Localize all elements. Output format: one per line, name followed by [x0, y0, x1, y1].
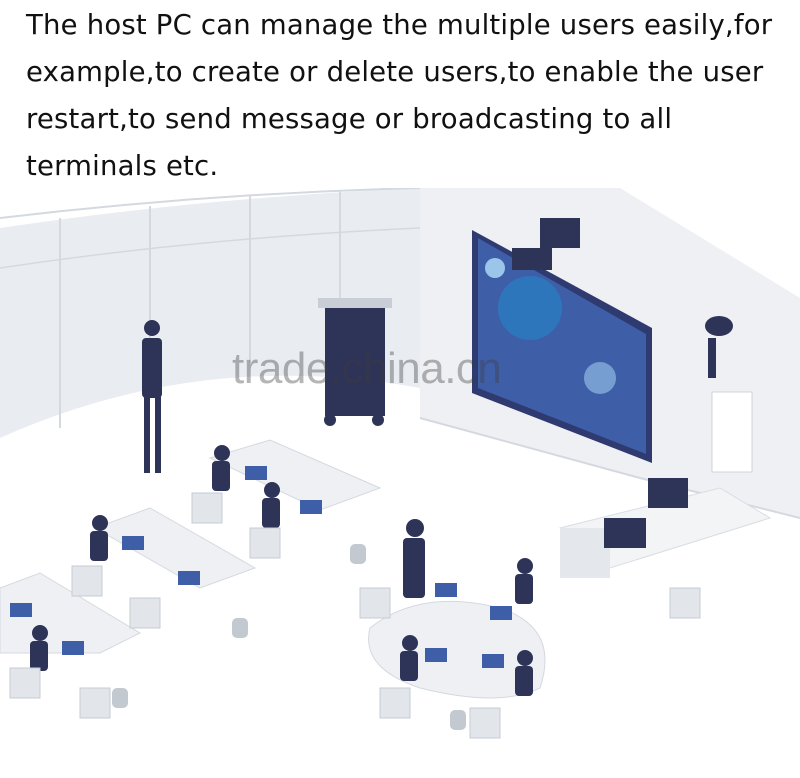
interactive-display	[472, 218, 652, 463]
caption-line-2: example,to create or delete users,to ena…	[26, 56, 764, 88]
glass-wall	[0, 188, 421, 438]
watermark: trade.china.cn	[232, 344, 502, 393]
students	[30, 445, 533, 696]
caption-line-4: terminals etc.	[26, 150, 219, 182]
charging-cart	[318, 298, 392, 426]
wall-poster	[711, 391, 753, 473]
classroom-illustration	[0, 188, 800, 778]
teacher-desk	[558, 478, 772, 578]
backpacks	[112, 544, 466, 730]
tablet-group	[10, 466, 512, 668]
wifi-icon	[705, 316, 733, 378]
chairs	[9, 492, 701, 739]
caption-text: The host PC can manage the multiple user…	[26, 2, 796, 190]
teacher-figure	[142, 320, 162, 473]
caption-line-1: The host PC can manage the multiple user…	[26, 9, 773, 41]
caption-line-3: restart,to send message or broadcasting …	[26, 103, 673, 135]
